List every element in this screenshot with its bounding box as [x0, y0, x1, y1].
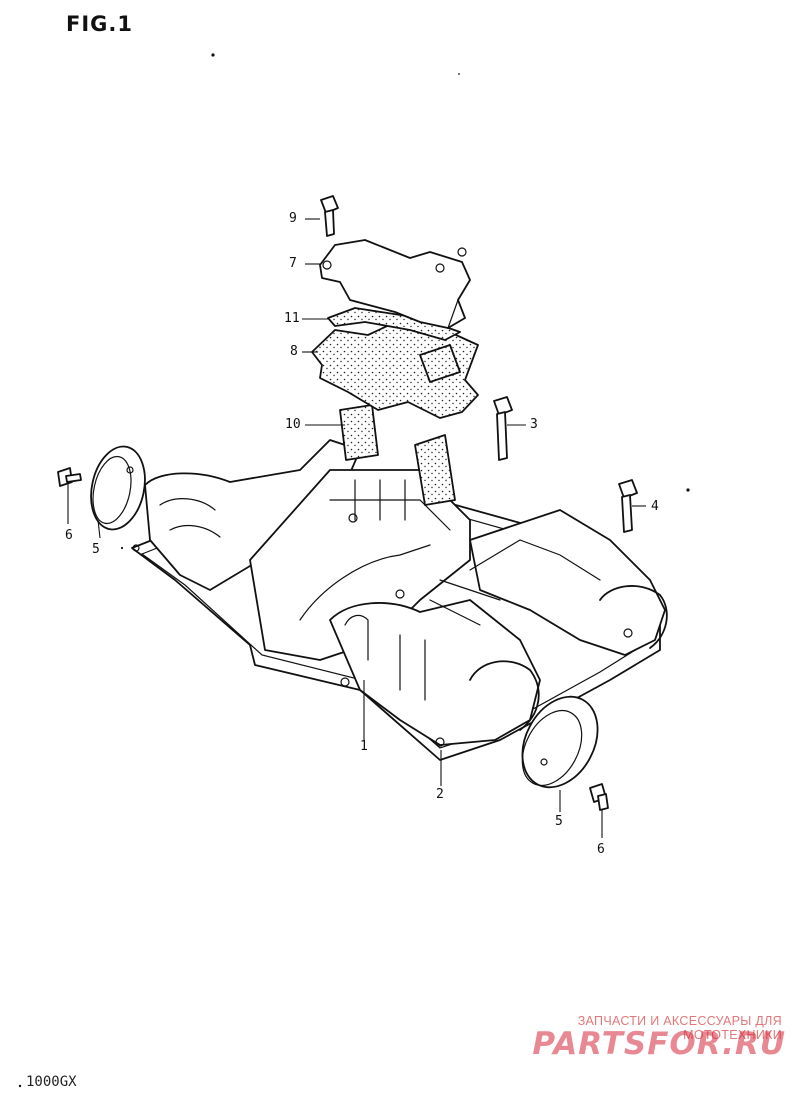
watermark-tagline: ЗАПЧАСТИ И АКСЕССУАРЫ ДЛЯ МОТОТЕХНИКИ	[577, 1014, 782, 1042]
watermark-logo: PARTSFOR.RU	[532, 1026, 786, 1062]
speck-mark	[18, 1084, 22, 1088]
speck-mark	[458, 73, 460, 75]
callout-10: 10	[285, 417, 301, 432]
end-cap-icon	[90, 445, 146, 531]
callout-6: 6	[65, 528, 73, 543]
callout-5: 5	[92, 542, 100, 557]
seal-icon	[327, 307, 461, 341]
cam-cover-icon	[131, 439, 668, 761]
speck-mark	[120, 546, 124, 550]
end-cap-icon	[521, 695, 599, 789]
bolt-icon	[493, 396, 513, 461]
callout-7: 7	[289, 256, 297, 271]
gasket-icon	[311, 319, 479, 419]
grommet-icon	[419, 344, 461, 383]
callout-2: 2	[436, 787, 444, 802]
figure-title: FIG.1	[66, 12, 133, 36]
breather-cover-icon	[319, 239, 471, 329]
callout-4: 4	[651, 499, 659, 514]
bolt-icon	[618, 479, 638, 533]
bolt-icon	[320, 195, 339, 237]
screw-icon	[57, 467, 82, 487]
callout-5-lower: 5	[555, 814, 563, 829]
model-code: 1000GX	[26, 1074, 77, 1090]
speck-mark	[211, 53, 215, 57]
callout-9: 9	[289, 211, 297, 226]
leader-lines	[67, 218, 646, 838]
callout-1: 1	[360, 739, 368, 754]
speck-mark	[686, 488, 690, 492]
callout-11: 11	[284, 311, 300, 326]
callout-3: 3	[530, 417, 538, 432]
callout-8: 8	[290, 344, 298, 359]
callout-6-lower: 6	[597, 842, 605, 857]
screw-icon	[589, 783, 609, 811]
breather-pipe-icon	[339, 404, 456, 506]
